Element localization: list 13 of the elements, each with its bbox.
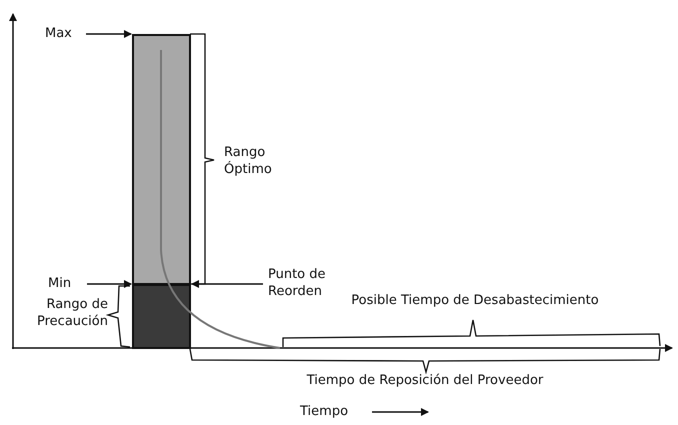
axis-label: Tiempo — [300, 403, 350, 420]
range-label: Rango Óptimo — [224, 144, 273, 178]
stock-bar — [132, 34, 191, 285]
level-label: Max — [45, 25, 81, 42]
range-label: Rango de Precaución — [36, 296, 108, 330]
time-label: Posible Tiempo de Desabastecimiento — [350, 292, 600, 309]
arrow — [86, 30, 132, 38]
level-label: Min — [48, 275, 82, 292]
safety-stock-bar — [132, 284, 191, 349]
arrow — [191, 280, 263, 288]
level-label: Punto de Reorden — [268, 266, 346, 300]
arrow — [87, 280, 132, 288]
time-label: Tiempo de Reposición del Proveedor — [306, 372, 544, 389]
